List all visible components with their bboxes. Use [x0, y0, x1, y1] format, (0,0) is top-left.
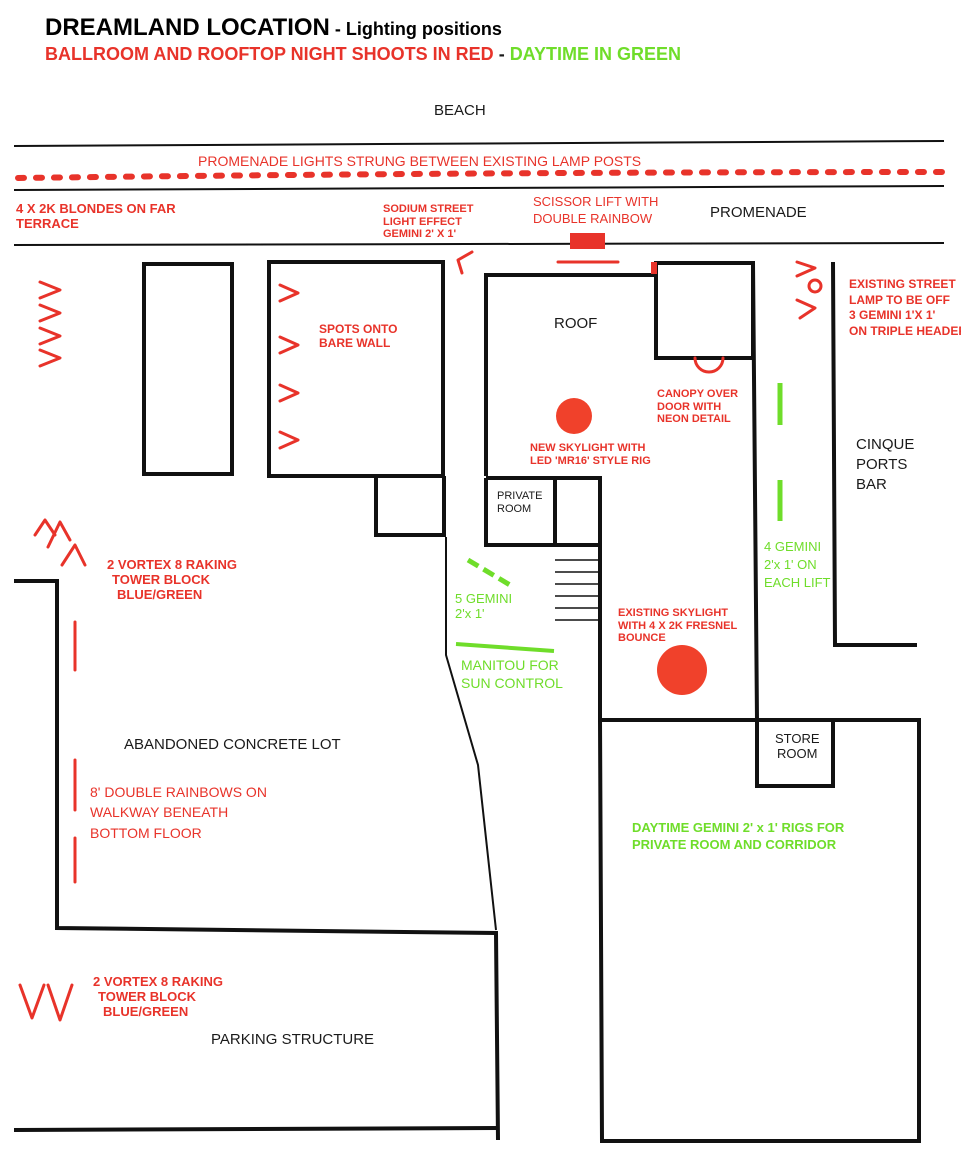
private-room-label: PRIVATE ROOM — [497, 490, 543, 515]
blonde-lamp-icon — [38, 303, 62, 323]
legend-separator: - — [493, 44, 510, 64]
legend-night: BALLROOM AND ROOFTOP NIGHT SHOOTS IN RED — [45, 44, 494, 64]
walkway-path — [445, 537, 497, 931]
street-lamp-icon — [807, 278, 823, 294]
double-rainbows-note: 8' DOUBLE RAINBOWS ON WALKWAY BENEATH BO… — [90, 784, 267, 841]
four-gemini-note: 4 GEMINI 2'x 1' ON EACH LIFT — [764, 539, 831, 591]
promenade-upper-line — [13, 185, 945, 191]
vortex-lamp-icon — [46, 520, 72, 549]
vortex-lamp-icon — [46, 983, 74, 1022]
lower-right-building — [598, 718, 921, 1143]
legend-day: DAYTIME IN GREEN — [509, 44, 682, 64]
manitou-line — [455, 642, 555, 653]
promenade-lines — [13, 140, 945, 246]
existing-skylight-note: EXISTING SKYLIGHT WITH 4 X 2K FRESNEL BO… — [618, 607, 738, 645]
existing-skylight-icon — [657, 645, 707, 695]
page-title: DREAMLAND LOCATION - Lighting positions — [45, 14, 502, 42]
beach-edge-line — [13, 140, 945, 147]
spot-lamp-icon — [278, 335, 300, 355]
roof-label: ROOF — [554, 315, 598, 332]
street-lamp-head-icon — [795, 298, 817, 320]
cinque-ports-label: CINQUE PORTS BAR — [856, 436, 915, 493]
sodium-lamp-icon — [456, 250, 474, 275]
blonde-lamp-icon — [38, 280, 62, 300]
vortex-bottom-note: 2 VORTEX 8 RAKING TOWER BLOCK BLUE/GREEN — [93, 974, 224, 1019]
canopy-neon-icon — [693, 356, 725, 374]
vortex-top-note: 2 VORTEX 8 RAKING TOWER BLOCK BLUE/GREEN — [107, 557, 238, 602]
private-room-outline — [484, 478, 600, 547]
cinque-ports-outline — [831, 261, 917, 647]
concrete-lot-outline — [14, 579, 500, 1141]
title-text: DREAMLAND LOCATION — [45, 14, 330, 41]
five-gemini-line — [466, 557, 512, 588]
spot-lamp-icon — [278, 430, 300, 450]
store-room-outline — [755, 720, 835, 788]
spots-building — [267, 260, 445, 478]
blonde-lamp-icon — [38, 326, 62, 346]
promenade-string-lights — [15, 169, 949, 181]
day-lights — [455, 383, 783, 653]
concrete-lot-label: ABANDONED CONCRETE LOT — [124, 736, 341, 753]
new-skylight-note: NEW SKYLIGHT WITH LED 'MR16' STYLE RIG — [530, 442, 651, 467]
promenade-lights-note: PROMENADE LIGHTS STRUNG BETWEEN EXISTING… — [198, 153, 642, 169]
promenade-lower-line — [13, 242, 945, 246]
new-skylight-icon — [556, 398, 592, 434]
street-lamp-note: EXISTING STREET LAMP TO BE OFF 3 GEMINI … — [849, 277, 961, 338]
canopy-note: CANOPY OVER DOOR WITH NEON DETAIL — [657, 388, 739, 426]
buildings — [13, 260, 921, 1143]
stairs — [555, 559, 598, 621]
legend-line: BALLROOM AND ROOFTOP NIGHT SHOOTS IN RED… — [45, 44, 681, 65]
sodium-note: SODIUM STREET LIGHT EFFECT GEMINI 2' X 1… — [383, 203, 474, 241]
vortex-lamp-icon — [33, 518, 57, 537]
roof-edge-marker — [651, 262, 657, 274]
parking-lower-line — [13, 1126, 499, 1132]
spot-lamp-icon — [278, 383, 300, 403]
daytime-rigs-note: DAYTIME GEMINI 2' x 1' RIGS FOR PRIVATE … — [632, 820, 845, 852]
vortex-lamp-icon — [60, 543, 87, 567]
blonde-lamp-icon — [38, 348, 62, 368]
roof-outline — [484, 273, 655, 476]
store-room-label: STORE ROOM — [775, 731, 820, 761]
promenade-label: PROMENADE — [710, 204, 807, 221]
scissor-lift-note: SCISSOR LIFT WITH DOUBLE RAINBOW — [533, 194, 659, 226]
beach-label: BEACH — [434, 102, 486, 119]
manitou-note: MANITOU FOR SUN CONTROL — [461, 657, 563, 691]
spots-note: SPOTS ONTO BARE WALL — [319, 322, 398, 350]
left-building — [142, 262, 234, 476]
title-suffix: - Lighting positions — [329, 19, 502, 39]
spot-lamp-icon — [278, 283, 300, 303]
roof-box — [654, 261, 755, 360]
vortex-lamp-icon — [18, 983, 46, 1020]
street-lamp-head-icon — [795, 260, 817, 278]
small-annex — [374, 476, 446, 537]
blondes-note: 4 X 2K BLONDES ON FAR TERRACE — [16, 201, 176, 231]
night-lights — [18, 250, 823, 1022]
scissor-lift-icon — [570, 233, 605, 249]
five-gemini-note: 5 GEMINI 2'x 1' — [455, 591, 513, 621]
parking-label: PARKING STRUCTURE — [211, 1031, 375, 1048]
